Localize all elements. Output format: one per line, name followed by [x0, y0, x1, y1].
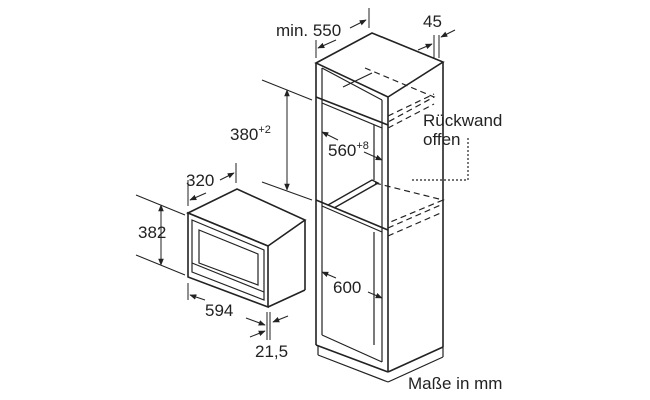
units-note: Maße in mm: [408, 374, 503, 393]
niche-width-tolerance: +8: [356, 140, 369, 152]
niche-height-value: 380: [230, 125, 259, 144]
appliance-width-label: 594: [205, 301, 234, 320]
back-wall-label-1: Rückwand: [423, 111, 503, 130]
dimension-lines: [135, 8, 456, 340]
appliance-height-label: 382: [138, 223, 167, 242]
front-thickness-label: 21,5: [255, 342, 289, 361]
cabinet-width-label: 600: [333, 278, 362, 297]
back-wall-label-2: offen: [423, 130, 461, 149]
appliance-depth-label: 320: [186, 171, 215, 190]
cabinet-depth-label: min. 550: [276, 21, 342, 40]
niche-width-label: 560+8: [328, 140, 369, 160]
niche-height-tolerance: +2: [258, 124, 271, 136]
niche-height-label: 380+2: [230, 124, 271, 144]
tall-cabinet: [314, 32, 469, 383]
niche-width-value: 560: [328, 141, 357, 160]
built-in-appliance: [186, 188, 307, 309]
panel-thickness-label: 45: [423, 12, 442, 31]
